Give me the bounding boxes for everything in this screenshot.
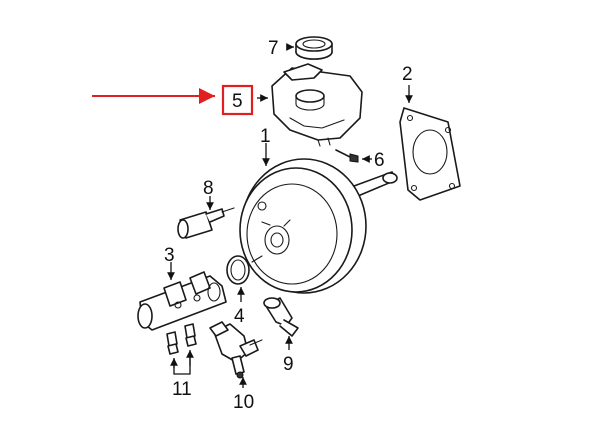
vacuum-elbow bbox=[263, 297, 299, 337]
bleeder-fittings bbox=[166, 323, 197, 355]
callout-1: 1 bbox=[260, 126, 271, 147]
booster-gasket bbox=[399, 107, 461, 201]
brake-fluid-reservoir bbox=[271, 63, 363, 147]
callout-8: 8 bbox=[203, 178, 214, 199]
reservoir-cap bbox=[295, 36, 333, 60]
callout-2: 2 bbox=[402, 64, 413, 85]
proportioning-valve bbox=[209, 321, 263, 379]
callout-5: 5 bbox=[232, 91, 243, 112]
booster-seal bbox=[226, 255, 250, 285]
brake-booster bbox=[239, 158, 398, 294]
callout-3: 3 bbox=[164, 245, 175, 266]
mounting-stud bbox=[335, 149, 359, 163]
callout-7: 7 bbox=[268, 38, 279, 59]
master-cylinder bbox=[137, 271, 227, 331]
callout-5-highlight-box bbox=[221, 84, 254, 116]
callout-11: 11 bbox=[172, 379, 192, 400]
callout-4: 4 bbox=[234, 306, 245, 327]
callout-9: 9 bbox=[283, 354, 294, 375]
callout-10: 10 bbox=[233, 392, 254, 413]
brake-sensor bbox=[177, 207, 235, 239]
callout-6: 6 bbox=[374, 150, 385, 171]
